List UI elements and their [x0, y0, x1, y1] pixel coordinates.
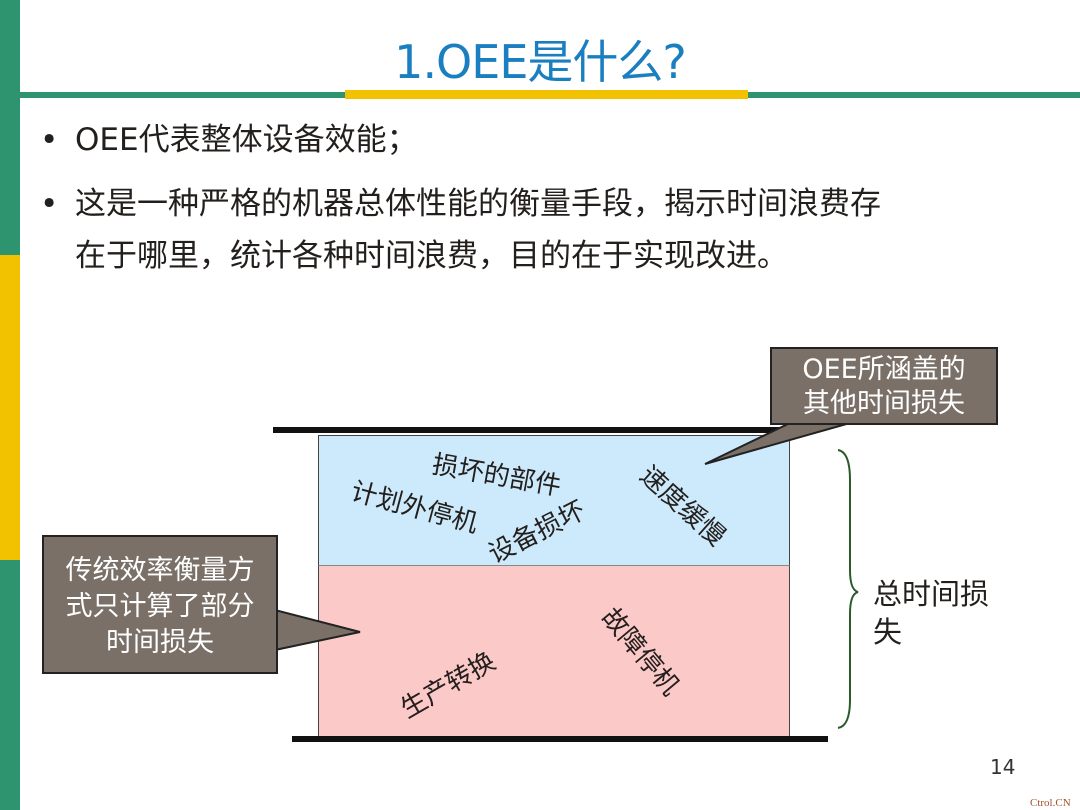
callout-line: 传统效率衡量方	[65, 555, 255, 586]
watermark: Ctrol.CN	[1030, 797, 1071, 809]
callout-right-pointer	[704, 422, 851, 465]
traditional-losses-region	[318, 565, 790, 737]
bullet-dot: •	[40, 122, 59, 158]
callout-line: 式只计算了部分	[65, 591, 255, 622]
callout-oee-other-losses: OEE所涵盖的 其他时间损失	[770, 347, 998, 425]
bottom-bar	[292, 736, 828, 742]
bullet-text: OEE代表整体设备效能；	[75, 122, 418, 158]
brace-label-line: 失	[873, 615, 903, 649]
title-divider-highlight	[345, 90, 748, 99]
brace-icon	[837, 449, 859, 729]
left-accent-bar-yellow	[0, 255, 20, 560]
top-bar	[273, 427, 810, 433]
callout-line: 时间损失	[106, 627, 214, 658]
total-time-loss-label: 总时间损 失	[873, 575, 1013, 651]
bullet-dot: •	[40, 186, 59, 222]
bullet-text-cont: 在于哪里，统计各种时间浪费，目的在于实现改进。	[75, 238, 788, 274]
callout-line: OEE所涵盖的	[802, 354, 966, 385]
bullet-2: • 这是一种严格的机器总体性能的衡量手段，揭示时间浪费存在于哪里，统计各种时间浪费…	[40, 178, 1030, 282]
callout-line: 其他时间损失	[803, 388, 965, 419]
bullet-text: 这是一种严格的机器总体性能的衡量手段，揭示时间浪费存	[75, 186, 881, 222]
page-number: 14	[990, 755, 1016, 779]
slide-title: 1.OEE是什么?	[394, 35, 687, 89]
brace-label-line: 总时间损	[873, 577, 990, 611]
oee-other-losses-region	[318, 435, 790, 565]
callout-left-pointer	[274, 608, 361, 652]
callout-traditional-measure: 传统效率衡量方 式只计算了部分 时间损失	[42, 535, 278, 674]
bullet-1: • OEE代表整体设备效能；	[40, 114, 1030, 166]
